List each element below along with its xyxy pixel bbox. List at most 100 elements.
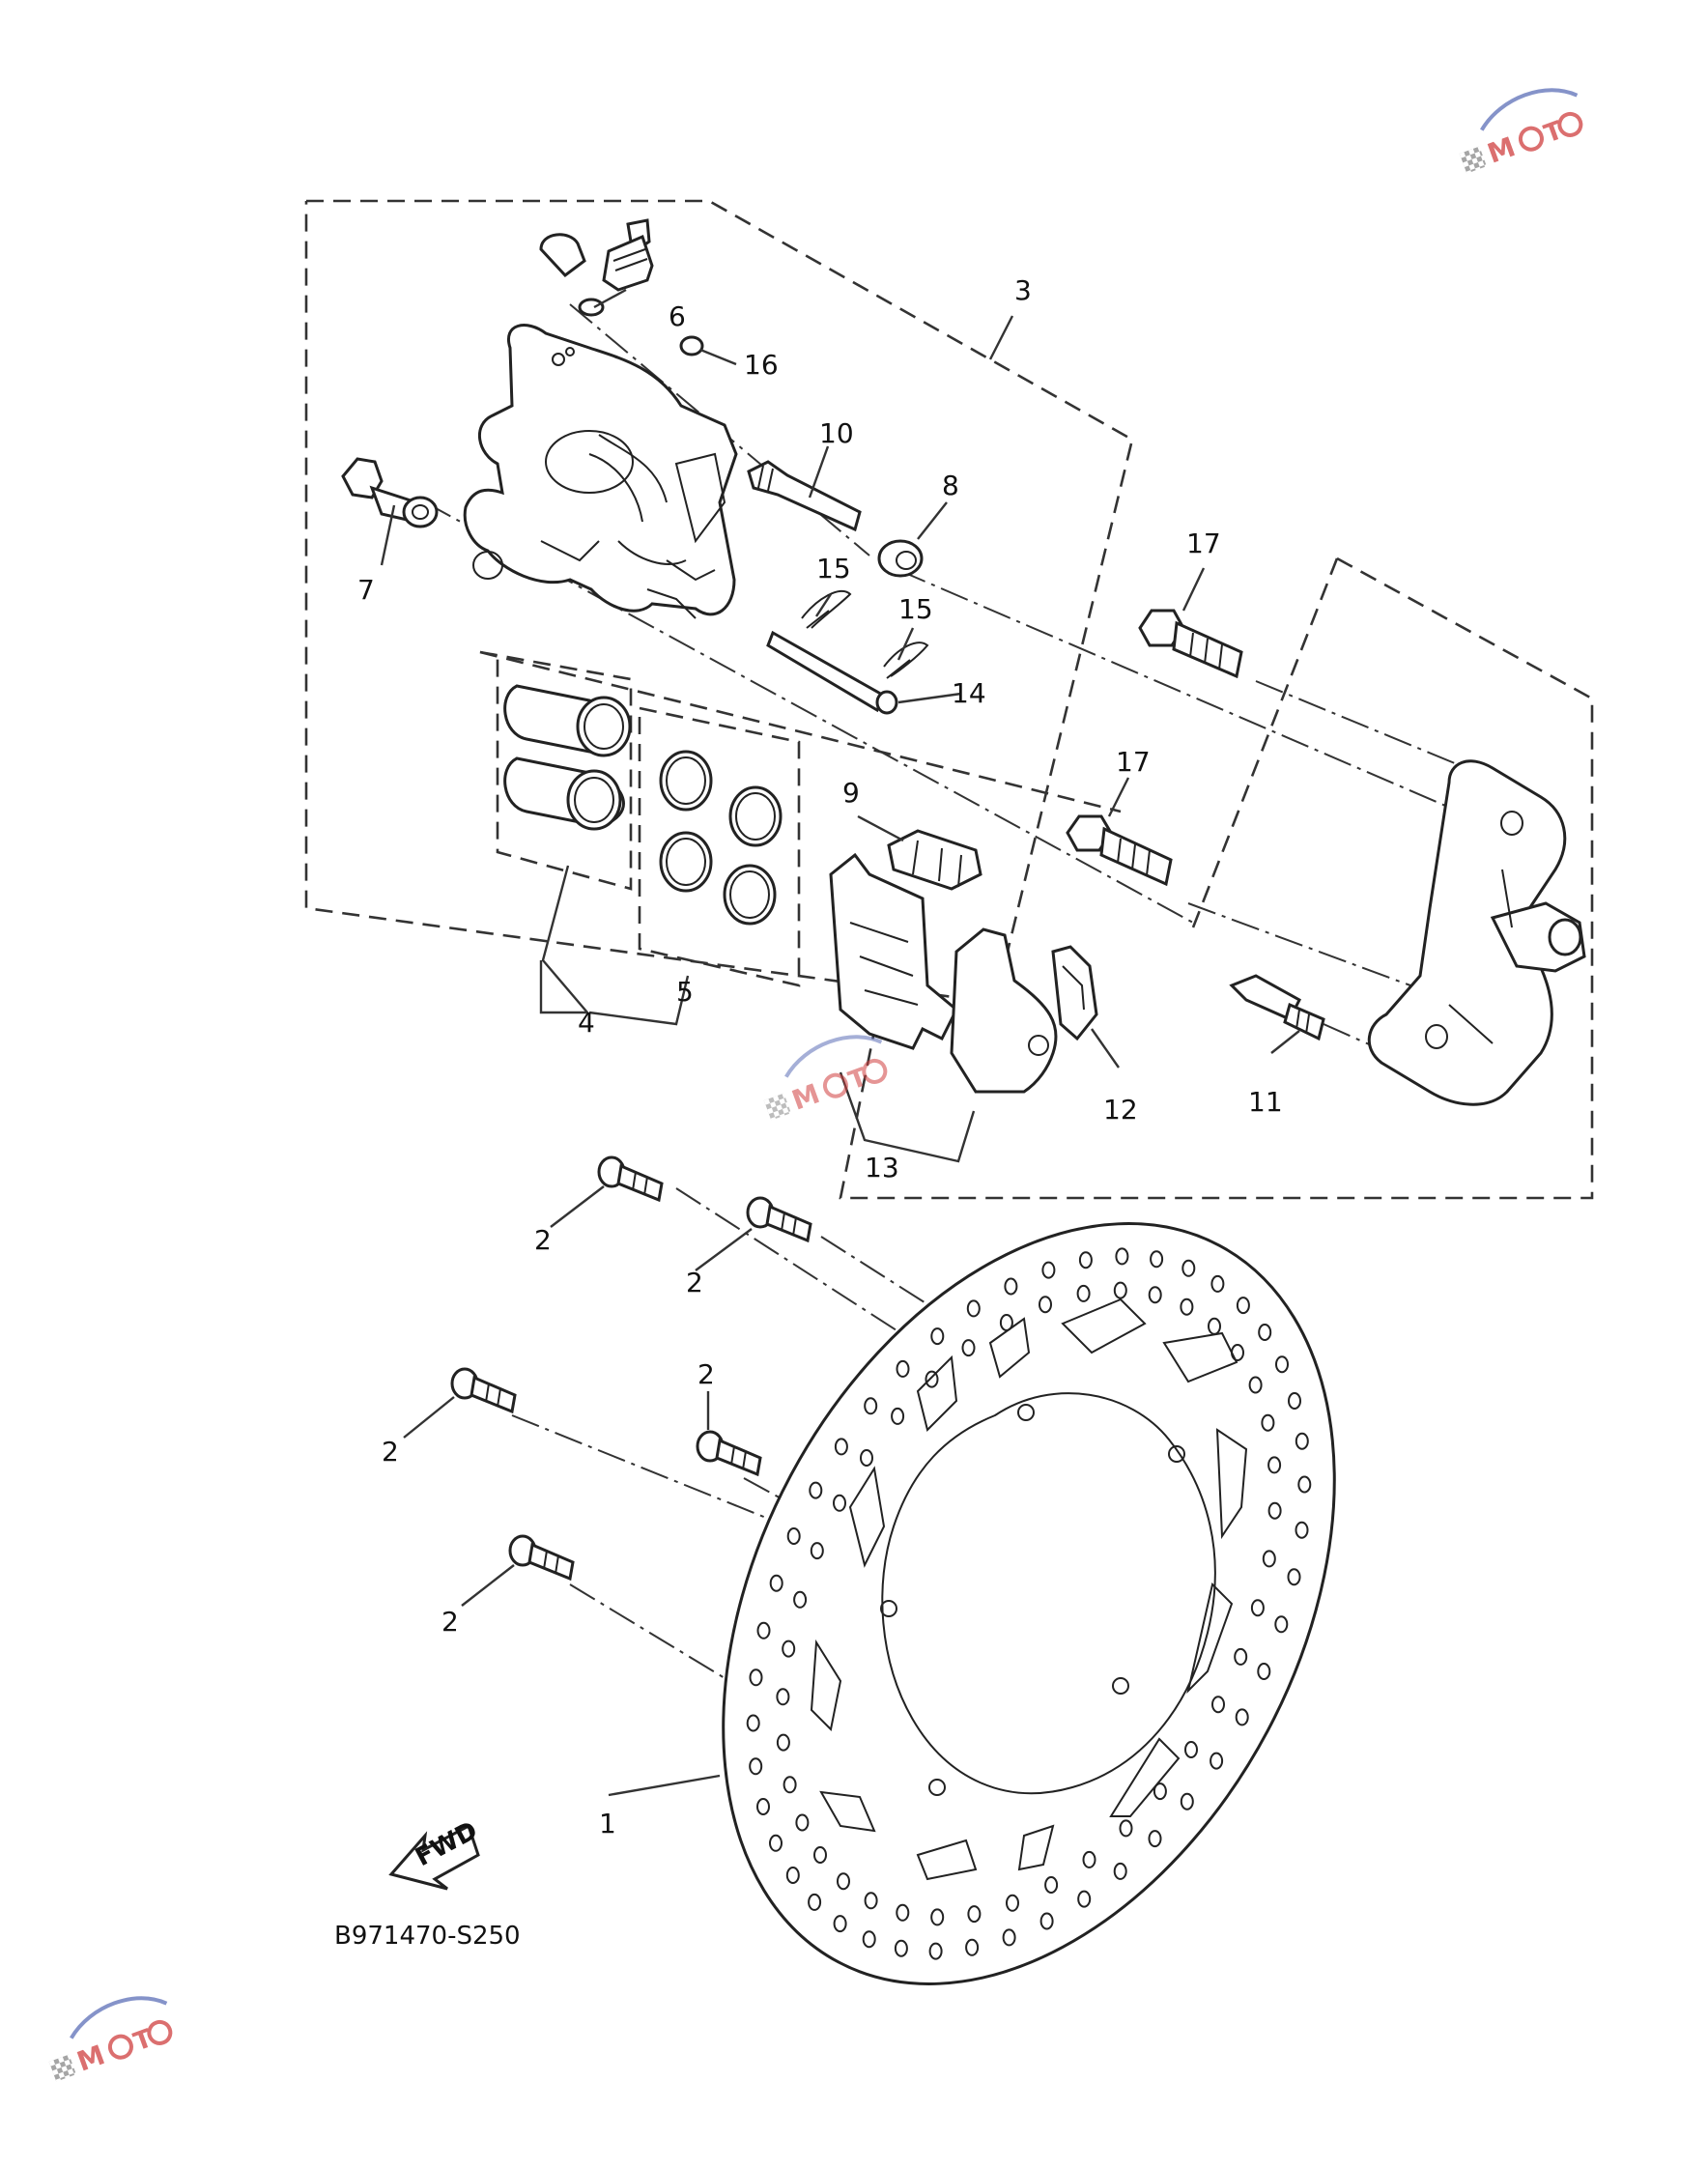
disc-drill-hole	[1039, 1912, 1054, 1930]
disc-drill-hole	[834, 1438, 848, 1456]
callout-1: 1	[599, 1808, 616, 1839]
disc-drill-hole	[1082, 1850, 1096, 1868]
disc-drill-hole	[1041, 1261, 1056, 1279]
disc-drill-hole	[1274, 1615, 1289, 1634]
disc-drill-hole	[1231, 1344, 1244, 1361]
disc-drill-hole	[756, 1798, 770, 1815]
disc-drill-hole	[930, 1908, 945, 1926]
disc-drill-hole	[864, 1397, 878, 1415]
brake-pads-13	[829, 852, 1058, 1094]
callout-14: 14	[952, 677, 986, 709]
pad-spring-9	[887, 829, 982, 891]
disc-drill-hole	[1211, 1696, 1225, 1714]
disc-drill-hole	[808, 1893, 822, 1911]
disc-drill-hole	[896, 1903, 910, 1922]
disc-drill-hole	[860, 1449, 873, 1467]
diagram-code: B971470-S250	[334, 1922, 521, 1951]
disc-drill-hole	[1184, 1741, 1198, 1758]
callout-7: 7	[357, 574, 375, 606]
disc-drill-hole	[1248, 1376, 1263, 1394]
bracket-pin-11	[1229, 974, 1325, 1041]
watermark-logo-top: M T	[1459, 88, 1583, 174]
disc-drill-hole	[1258, 1324, 1272, 1341]
seals-5	[659, 750, 783, 926]
disc-drill-hole	[776, 1733, 790, 1752]
watermark-logo-middle: M T	[763, 1035, 888, 1121]
disc-bolts-2	[450, 1155, 812, 1582]
svg-text:M: M	[787, 1077, 823, 1117]
disc-drill-hole	[786, 1527, 801, 1545]
disc-drill-hole	[810, 1542, 824, 1560]
disc-drill-hole	[1115, 1247, 1129, 1266]
disc-drill-hole	[999, 1314, 1013, 1331]
disc-drill-hole	[896, 1359, 910, 1378]
bracket-bolt-17-upper	[1138, 609, 1243, 679]
disc-drill-hole	[966, 1299, 981, 1318]
disc-drill-hole	[749, 1757, 763, 1776]
disc-drill-hole	[782, 1640, 796, 1658]
disc-drill-hole	[793, 1590, 808, 1609]
callout-12: 12	[1103, 1094, 1138, 1126]
callout-13: 13	[865, 1152, 899, 1183]
svg-text:M: M	[72, 2039, 108, 2078]
disc-drill-hole	[756, 1621, 771, 1640]
disc-drill-hole	[1297, 1475, 1312, 1494]
disc-drill-hole	[1119, 1819, 1133, 1838]
callout-17: 17	[1116, 746, 1151, 778]
disc-drill-hole	[1210, 1274, 1225, 1293]
disc-drill-hole	[1261, 1413, 1275, 1432]
disc-drill-hole	[1267, 1501, 1282, 1520]
disc-drill-hole	[1039, 1296, 1052, 1314]
disc-drill-hole	[1077, 1890, 1092, 1908]
disc-drill-hole	[1234, 1647, 1248, 1666]
callout-2: 2	[534, 1224, 552, 1256]
disc-drill-hole	[1076, 1284, 1091, 1302]
disc-drill-hole	[1113, 1281, 1127, 1299]
disc-drill-hole	[1275, 1355, 1289, 1374]
disc-drill-hole	[1180, 1297, 1194, 1316]
disc-drill-hole	[1262, 1550, 1276, 1568]
callout-2: 2	[441, 1606, 459, 1638]
watermark-logo-bottom: M T	[48, 1996, 173, 2082]
disc-drill-hole	[1113, 1862, 1127, 1880]
disc-drill-hole	[1236, 1297, 1250, 1315]
pistons-4	[503, 684, 632, 831]
slide-pin-10	[747, 460, 862, 532]
clip-15-upper	[801, 589, 852, 629]
callout-11: 11	[1248, 1086, 1283, 1118]
disc-drill-hole	[783, 1776, 797, 1794]
disc-drill-hole	[1210, 1752, 1224, 1770]
brake-disc	[722, 1222, 1336, 1985]
disc-drill-hole	[862, 1930, 876, 1949]
disc-drill-hole	[1287, 1568, 1301, 1586]
disc-drill-hole	[837, 1872, 850, 1891]
shim-12	[1051, 945, 1098, 1041]
callout-10: 10	[819, 417, 854, 449]
disc-drill-hole	[813, 1846, 827, 1864]
callout-3: 3	[1014, 274, 1032, 306]
disc-drill-hole	[928, 1942, 943, 1960]
disc-drill-hole	[1257, 1663, 1271, 1680]
disc-drill-hole	[1078, 1251, 1093, 1269]
callout-17: 17	[1186, 527, 1221, 559]
disc-drill-hole	[833, 1915, 847, 1933]
disc-drill-hole	[795, 1813, 810, 1832]
disc-drill-hole	[785, 1867, 800, 1884]
disc-drill-hole	[930, 1327, 945, 1346]
disc-drill-hole	[833, 1494, 846, 1512]
disc-drill-hole	[1150, 1250, 1164, 1269]
disc-drill-hole	[965, 1938, 980, 1956]
disc-drill-hole	[1208, 1317, 1221, 1335]
disc-drill-hole	[1181, 1259, 1196, 1277]
callout-8: 8	[942, 470, 959, 501]
disc-drill-hole	[1153, 1782, 1167, 1801]
disc-drill-hole	[1002, 1928, 1016, 1947]
disc-drill-hole	[891, 1407, 905, 1425]
disc-drill-hole	[1288, 1392, 1301, 1410]
disc-drill-hole	[1250, 1599, 1265, 1617]
callout-2: 2	[382, 1436, 399, 1468]
disc-drill-hole	[769, 1834, 783, 1852]
disc-drill-hole	[1004, 1277, 1018, 1296]
mounting-bolt-7	[341, 457, 439, 528]
